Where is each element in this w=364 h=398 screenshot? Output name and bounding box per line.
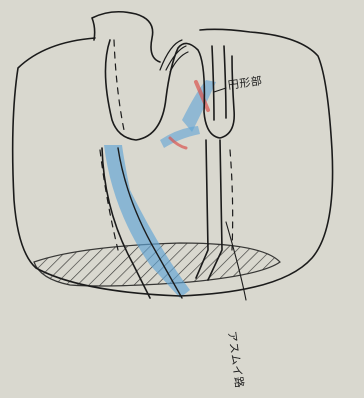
leader-upper [214, 88, 226, 92]
dashed-guide-left [114, 40, 124, 130]
loop-inner [160, 40, 188, 72]
loop-right-wall [212, 46, 226, 120]
dashed-guide-right [230, 150, 233, 250]
top-flap [92, 12, 160, 62]
central-loop [105, 40, 234, 140]
